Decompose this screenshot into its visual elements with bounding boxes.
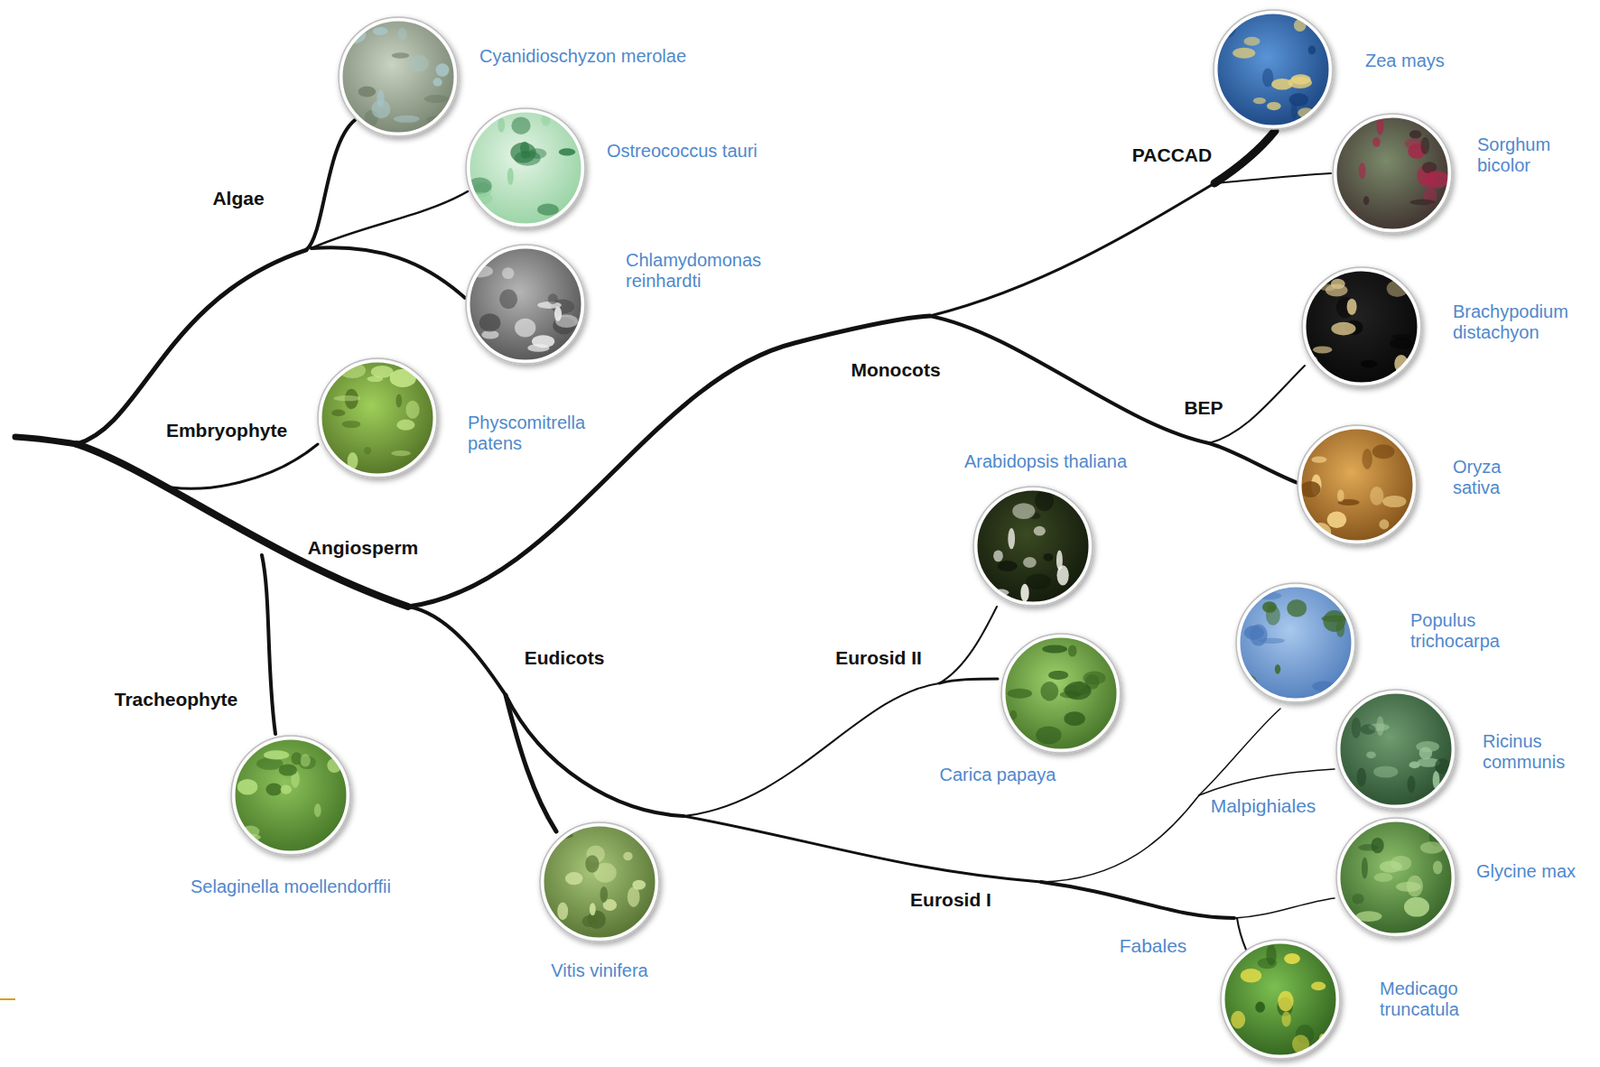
- species-photo: [1295, 423, 1419, 547]
- species-photo: [464, 106, 587, 230]
- tree-branch: [1234, 898, 1335, 919]
- clade-label: BEP: [1181, 397, 1226, 419]
- tree-branch: [1214, 173, 1331, 184]
- tree-branch: [505, 695, 557, 832]
- tree-branch: [311, 247, 466, 298]
- species-name: Cyanidioschyzon merolae: [479, 46, 687, 67]
- tree-branch: [1214, 130, 1275, 184]
- tree-branch: [408, 606, 684, 817]
- clade-label: Eurosid II: [832, 647, 925, 670]
- tree-branch: [15, 437, 77, 445]
- tree-branch: [930, 183, 1215, 317]
- species-photo: [1330, 111, 1454, 235]
- species-node: Physcomitrella patens: [316, 356, 439, 480]
- species-name: Medicago truncatula: [1379, 978, 1480, 1021]
- tree-branch: [1041, 882, 1235, 919]
- species-photo: [1334, 816, 1458, 940]
- species-photo: [999, 632, 1123, 755]
- clade-label: PACCAD: [1129, 144, 1215, 167]
- species-name: Ricinus communis: [1482, 731, 1582, 773]
- species-node: Brachypodium distachyon: [1300, 265, 1424, 389]
- species-name: Vitis vinifera: [550, 960, 648, 982]
- species-node: Carica papaya: [999, 632, 1123, 755]
- species-name: Sorghum bicolor: [1477, 134, 1568, 177]
- species-node: Zea mays: [1211, 8, 1335, 131]
- tree-branch: [171, 444, 318, 489]
- species-node: Glycine max: [1334, 816, 1458, 940]
- tree-branch: [1041, 795, 1200, 883]
- clade-label: Eudicots: [521, 647, 608, 670]
- corner-mark: [0, 998, 16, 1001]
- species-photo: [1334, 688, 1458, 811]
- species-node: Medicago truncatula: [1218, 938, 1342, 1061]
- species-node: Ostreococcus tauri: [464, 106, 587, 230]
- species-name: Glycine max: [1476, 861, 1576, 883]
- tree-branch: [261, 555, 276, 735]
- species-node: Selaginella moellendorffii: [229, 734, 353, 857]
- clade-label: Tracheophyte: [111, 688, 242, 711]
- clade-label: Angiosperm: [305, 537, 422, 559]
- species-photo: [538, 820, 661, 944]
- species-photo: [971, 484, 1095, 608]
- tree-branch: [1199, 769, 1335, 796]
- tree-branch: [683, 683, 940, 817]
- species-node: Cyanidioschyzon merolae: [336, 15, 460, 139]
- species-node: Vitis vinifera: [538, 820, 661, 944]
- clade-label: Algae: [209, 187, 267, 210]
- species-name: Physcomitrella patens: [467, 412, 613, 455]
- species-name: Chlamydomonas reinhardti: [625, 250, 780, 292]
- species-photo: [1300, 265, 1424, 389]
- species-photo: [1211, 8, 1335, 131]
- clade-label: Monocots: [847, 359, 943, 382]
- species-name: Zea mays: [1365, 50, 1445, 72]
- species-name: Oryza sativa: [1452, 456, 1526, 499]
- tree-branch: [939, 606, 997, 684]
- tree-branch: [306, 120, 355, 251]
- species-node: Oryza sativa: [1295, 423, 1419, 547]
- species-node: Arabidopsis thaliana: [971, 484, 1095, 608]
- species-name: Carica papaya: [939, 764, 1057, 786]
- species-node: Ricinus communis: [1334, 688, 1458, 811]
- species-photo: [1234, 581, 1358, 705]
- species-name: Brachypodium distachyon: [1452, 301, 1589, 344]
- species-node: Populus trichocarpa: [1234, 581, 1358, 705]
- species-node: Chlamydomonas reinhardti: [464, 242, 587, 366]
- tree-branch: [311, 191, 468, 249]
- tree-branch: [1237, 918, 1247, 950]
- species-name: Selaginella moellendorffii: [190, 876, 391, 898]
- species-photo: [336, 15, 460, 139]
- tree-branch: [76, 250, 307, 445]
- clade-label: Malpighiales: [1208, 795, 1320, 818]
- tree-branch: [1209, 443, 1298, 484]
- species-photo: [316, 356, 439, 480]
- species-node: Sorghum bicolor: [1330, 111, 1454, 235]
- clade-label: Embryophyte: [163, 419, 290, 442]
- species-name: Ostreococcus tauri: [606, 140, 758, 162]
- species-name: Arabidopsis thaliana: [964, 451, 1127, 473]
- species-photo: [1218, 938, 1342, 1061]
- tree-branch: [930, 316, 1210, 444]
- tree-branch: [939, 679, 998, 684]
- tree-branch: [683, 816, 1042, 883]
- species-name: Populus trichocarpa: [1410, 610, 1528, 652]
- species-photo: [464, 242, 587, 366]
- species-photo: [229, 734, 353, 857]
- clade-label: Eurosid I: [907, 889, 995, 912]
- clade-label: Fabales: [1116, 935, 1191, 958]
